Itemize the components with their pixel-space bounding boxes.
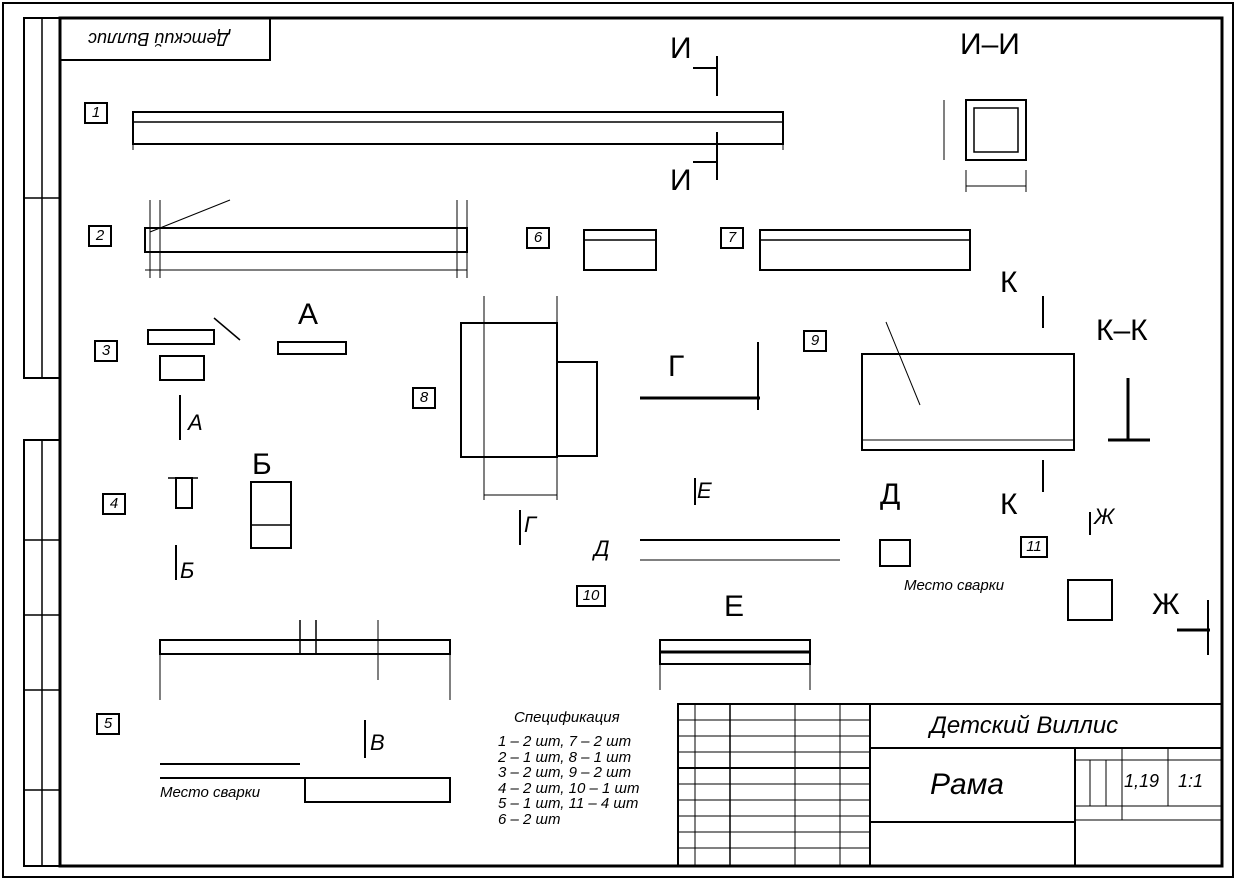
part-number-9: 9: [803, 330, 827, 352]
part-number-3: 3: [94, 340, 118, 362]
section-title-i-i: И–И: [960, 28, 1020, 61]
part-number-8: 8: [412, 387, 436, 409]
specification-line: 6 – 2 шт: [498, 810, 561, 828]
specification-line: 1 – 2 шт, 7 – 2 шт: [498, 733, 632, 750]
top-left-stamp: Детский Виллис: [88, 29, 230, 49]
view-arrow-e: Е: [697, 478, 712, 503]
view-title-a: А: [298, 298, 319, 331]
specification-line: 3 – 2 шт, 9 – 2 шт: [498, 764, 632, 781]
specification-heading: Спецификация: [514, 709, 620, 726]
part-number-11: 11: [1020, 536, 1048, 558]
view-arrow-d: Д: [594, 536, 610, 561]
view-arrow-g: Г: [524, 512, 536, 537]
part-number-1: 1: [84, 102, 108, 124]
part-number-10: 10: [576, 585, 606, 607]
specification-line: 2 – 1 шт, 8 – 1 шт: [498, 748, 632, 766]
view-arrow-b: Б: [180, 558, 195, 583]
part-number-6: 6: [526, 227, 550, 249]
view-arrow-a: А: [188, 410, 203, 435]
title-block-project: Детский Виллис: [930, 712, 1119, 739]
view-title-g: Г: [668, 350, 685, 383]
part-number-5: 5: [96, 713, 120, 735]
specification-line: 4 – 2 шт, 10 – 1 шт: [498, 779, 640, 797]
view-title-e: Е: [724, 590, 745, 623]
part-number-7: 7: [720, 227, 744, 249]
title-block-mass: 1,19: [1124, 771, 1160, 791]
view-title-zh: Ж: [1152, 588, 1180, 621]
section-title-k-k: К–К: [1096, 314, 1148, 347]
weld-place-label-1: Место сварки: [160, 784, 261, 801]
part-number-2: 2: [88, 225, 112, 247]
specification-list: 1 – 2 шт, 7 – 2 шт 2 – 1 шт, 8 – 1 шт 3 …: [498, 734, 639, 827]
specification-line: 5 – 1 шт, 11 – 4 шт: [498, 795, 639, 812]
part-number-4: 4: [102, 493, 126, 515]
view-title-d: Д: [880, 478, 901, 511]
title-block-scale: 1:1: [1178, 771, 1204, 791]
weld-place-label-2: Место сварки: [904, 577, 1005, 594]
title-block-part-name: Рама: [930, 768, 1004, 801]
section-label-i-top: И: [670, 32, 692, 65]
section-label-k-bottom: К: [1000, 488, 1018, 521]
view-arrow-zh: Ж: [1094, 504, 1115, 529]
view-arrow-v: В: [370, 730, 385, 755]
section-label-k-top: К: [1000, 266, 1018, 299]
section-label-i-bottom: И: [670, 164, 692, 197]
view-title-b: Б: [252, 448, 272, 481]
